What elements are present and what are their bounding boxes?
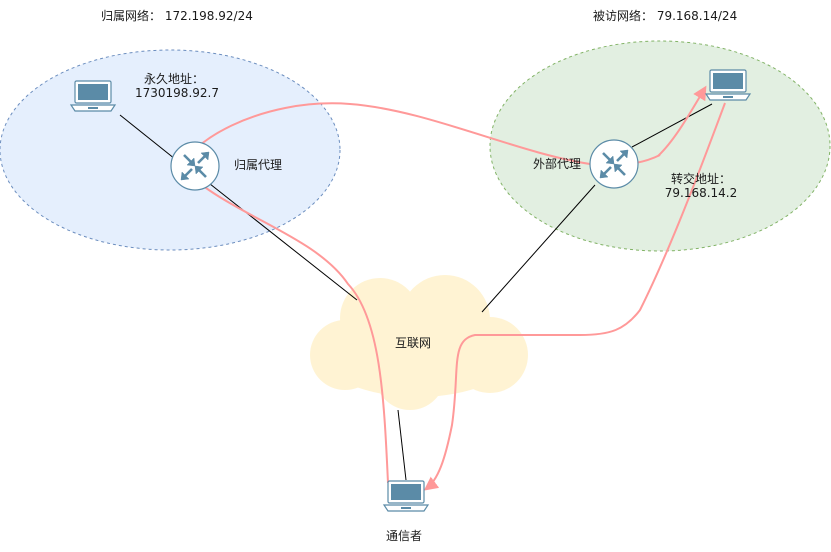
- route-correspondent-to-home-agent: [181, 168, 389, 484]
- foreign-agent-label: 外部代理: [533, 157, 582, 171]
- laptop-icon: [383, 480, 429, 512]
- router-icon: [169, 140, 221, 192]
- internet-label: 互联网: [395, 336, 432, 350]
- permanent-address-value: 1730198.92.7: [135, 86, 219, 100]
- link-foreign-agent-internet: [481, 184, 596, 313]
- link-foreign-agent-laptop: [631, 103, 713, 148]
- network-links: [119, 103, 713, 481]
- home-network-title: 归属网络： 172.198.92/24: [101, 9, 253, 23]
- permanent-address-title: 永久地址：: [143, 72, 204, 86]
- laptop-icon: [705, 69, 751, 101]
- visited-network-title: 被访网络： 79.168.14/24: [593, 9, 738, 23]
- home-agent-label: 归属代理: [234, 158, 283, 172]
- care-of-address-label: 转交地址： 79.168.14.2: [662, 172, 740, 200]
- care-of-address-value: 79.168.14.2: [664, 186, 738, 200]
- link-laptop-home-agent: [119, 114, 181, 164]
- route-foreign-agent-to-mobile: [657, 85, 707, 157]
- permanent-address-label: 永久地址： 1730198.92.7: [135, 72, 219, 100]
- router-icon: [588, 138, 640, 190]
- cloud-icon: [310, 275, 528, 410]
- care-of-address-title: 转交地址：: [670, 172, 731, 186]
- visited-network-region: [489, 40, 831, 252]
- correspondent-label: 通信者: [386, 529, 423, 543]
- link-internet-correspondent: [397, 409, 407, 481]
- laptop-icon: [70, 80, 116, 112]
- route-mobile-to-correspondent: [423, 102, 726, 491]
- link-home-agent-internet: [204, 179, 358, 301]
